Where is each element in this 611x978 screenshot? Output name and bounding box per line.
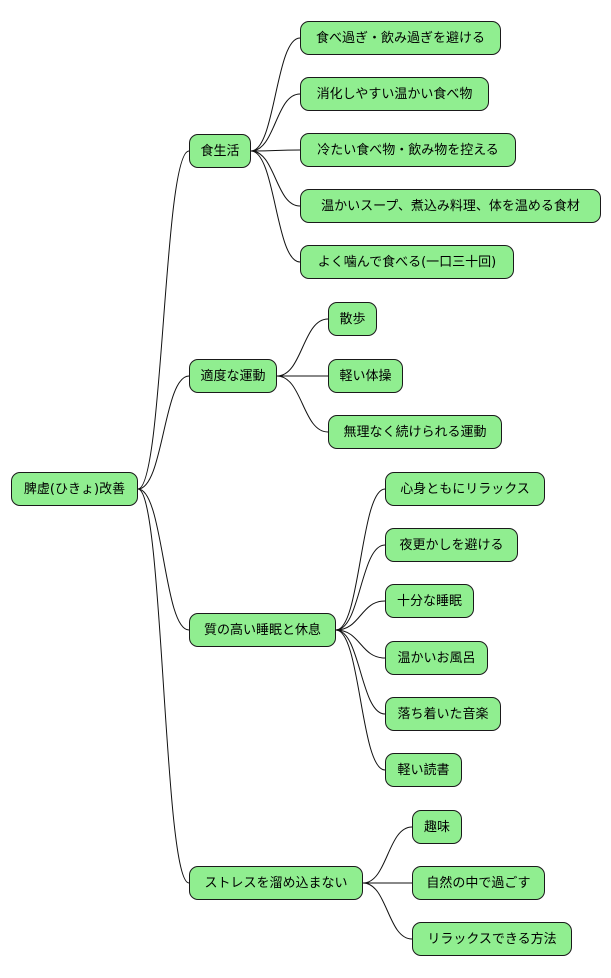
leaf-node: 軽い読書 — [385, 753, 462, 787]
leaf-node: 落ち着いた音楽 — [385, 697, 501, 731]
branch-node-diet: 食生活 — [189, 134, 251, 168]
branch-node-exercise: 適度な運動 — [189, 359, 277, 393]
leaf-node: 温かいお風呂 — [385, 641, 488, 675]
connector-line — [137, 488, 190, 884]
leaf-node: 心身ともにリラックス — [385, 472, 545, 506]
connector-line — [250, 150, 301, 263]
connector-line — [137, 375, 190, 490]
connector-line — [250, 93, 301, 152]
leaf-node: 消化しやすい温かい食べ物 — [300, 77, 489, 111]
connector-line — [335, 629, 386, 659]
leaf-node: 十分な睡眠 — [385, 584, 474, 618]
branch-node-sleep: 質の高い睡眠と休息 — [189, 613, 336, 647]
connector-line — [276, 375, 329, 433]
connector-line — [335, 629, 386, 771]
leaf-node: 冷たい食べ物・飲み物を控える — [300, 133, 516, 167]
connector-line — [250, 149, 301, 152]
connector-line — [137, 150, 190, 490]
connector-line — [137, 488, 190, 631]
connector-line — [335, 600, 386, 631]
connector-line — [362, 882, 413, 940]
connector-line — [362, 826, 413, 884]
leaf-node: 夜更かしを避ける — [385, 528, 518, 562]
connector-line — [335, 488, 386, 631]
leaf-node: 無理なく続けられる運動 — [328, 415, 502, 449]
leaf-node: よく噛んで食べる(一口三十回) — [300, 245, 514, 279]
leaf-node: 自然の中で過ごす — [412, 866, 545, 900]
connector-line — [276, 318, 329, 377]
leaf-node: 軽い体操 — [328, 359, 403, 393]
connector-line — [335, 629, 386, 715]
branch-node-stress: ストレスを溜め込まない — [189, 866, 363, 900]
leaf-node: 趣味 — [412, 810, 462, 844]
connector-line — [250, 37, 301, 152]
leaf-node: 食べ過ぎ・飲み過ぎを避ける — [300, 21, 501, 55]
leaf-node: 散歩 — [328, 302, 377, 336]
root-node: 脾虚(ひきょ)改善 — [11, 472, 138, 506]
connector-line — [250, 150, 301, 207]
leaf-node: リラックスできる方法 — [412, 922, 572, 956]
leaf-node: 温かいスープ、煮込み料理、体を温める食材 — [300, 189, 601, 223]
connector-line — [335, 544, 386, 631]
